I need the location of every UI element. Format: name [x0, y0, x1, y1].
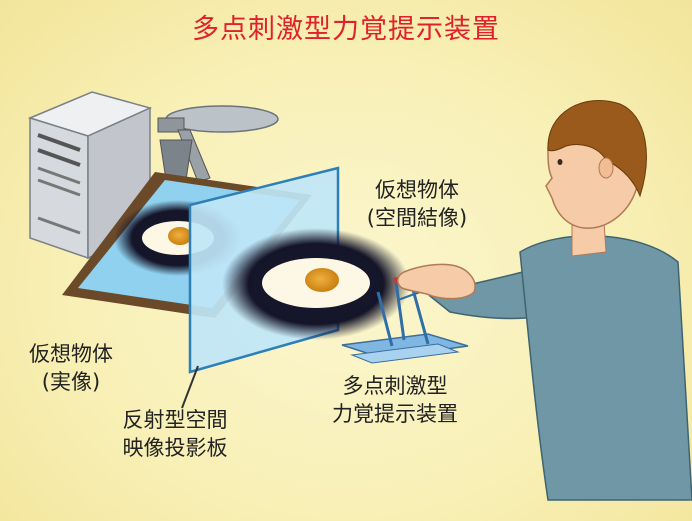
virtual-object-aerial-image — [222, 228, 410, 340]
user-person-icon — [397, 100, 692, 501]
label-projection-plate: 反射型空間 映像投影板 — [100, 406, 250, 462]
label-plate-line1: 反射型空間 — [122, 408, 228, 432]
label-virtual-aerial-line1: 仮想物体 — [375, 178, 459, 202]
plate-pointer-line — [181, 365, 199, 409]
label-virtual-object-real: 仮想物体 (実像) — [6, 340, 136, 396]
label-haptic-device: 多点刺激型 力覚提示装置 — [310, 372, 480, 428]
label-virtual-real-line1: 仮想物体 — [29, 342, 113, 366]
label-plate-line2: 映像投影板 — [122, 436, 228, 460]
label-virtual-aerial-line2: (空間結像) — [366, 206, 468, 230]
computer-tower-icon — [27, 91, 153, 260]
label-virtual-object-aerial: 仮想物体 (空間結像) — [332, 176, 502, 232]
label-virtual-real-line2: (実像) — [41, 370, 101, 394]
label-device-line2: 力覚提示装置 — [332, 402, 458, 426]
label-device-line1: 多点刺激型 — [342, 374, 448, 398]
diagram-title: 多点刺激型力覚提示装置 — [192, 14, 500, 45]
display-stand-icon — [157, 105, 279, 183]
